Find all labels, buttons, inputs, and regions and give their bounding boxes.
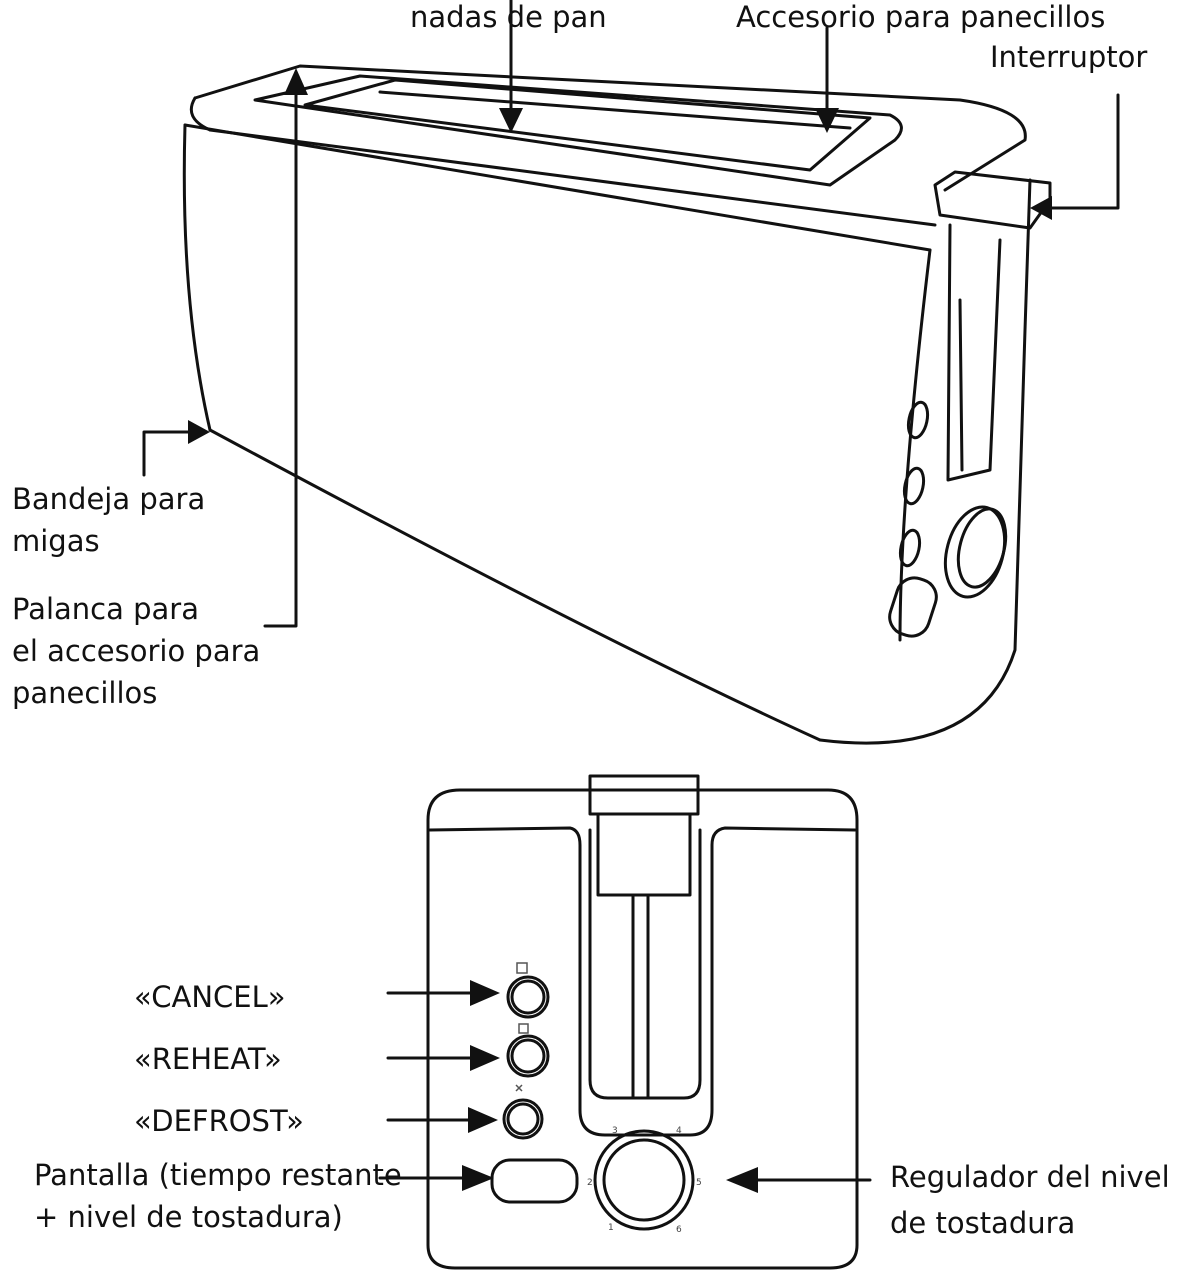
dial-tick-5: 5 <box>696 1178 702 1188</box>
button-icons <box>515 962 529 1092</box>
panel-buttons <box>502 975 550 1140</box>
power-lever <box>933 170 1052 482</box>
label-bun-lever-line-3: panecillos <box>12 676 158 710</box>
label-reheat: «REHEAT» <box>134 1042 282 1076</box>
cancel-icon <box>516 962 528 974</box>
label-browning-dial-line-1: Regulador del nivel <box>890 1160 1170 1194</box>
label-crumb-tray-line-2: migas <box>12 524 100 558</box>
dial-tick-6: 6 <box>676 1225 682 1235</box>
arrow-heads <box>188 68 1052 1193</box>
label-bun-attachment: Accesorio para panecillos <box>736 0 1106 34</box>
dial-tick-2: 2 <box>587 1178 593 1188</box>
side-dial <box>943 505 1008 599</box>
bread-slot <box>303 78 872 172</box>
label-cancel: «CANCEL» <box>134 980 286 1014</box>
label-defrost: «DEFROST» <box>134 1104 304 1138</box>
side-panel <box>426 774 859 1270</box>
defrost-icon <box>515 1084 523 1092</box>
label-display-line-2: + nivel de tostadura) <box>34 1200 343 1234</box>
arrow-lines <box>142 0 1120 1182</box>
side-buttons <box>888 400 938 638</box>
label-crumb-tray-line-1: Bandeja para <box>12 482 206 516</box>
toaster-body <box>182 64 1032 745</box>
label-display-line-1: Pantalla (tiempo restante <box>34 1158 402 1192</box>
dial-tick-3: 3 <box>612 1126 618 1136</box>
dial-ticks: 1 2 3 4 5 6 <box>587 1126 702 1235</box>
dial-tick-1: 1 <box>608 1223 614 1233</box>
label-bun-lever-line-1: Palanca para <box>12 592 199 626</box>
label-bun-lever-line-2: el accesorio para <box>12 634 261 668</box>
browning-dial <box>593 1129 695 1231</box>
label-power-switch: Interruptor <box>990 40 1148 74</box>
label-bread-slots: nadas de pan <box>410 0 607 34</box>
label-browning-dial-line-2: de tostadura <box>890 1206 1076 1240</box>
display-window <box>490 1158 579 1204</box>
dial-tick-4: 4 <box>676 1126 682 1136</box>
reheat-icon <box>518 1023 529 1034</box>
